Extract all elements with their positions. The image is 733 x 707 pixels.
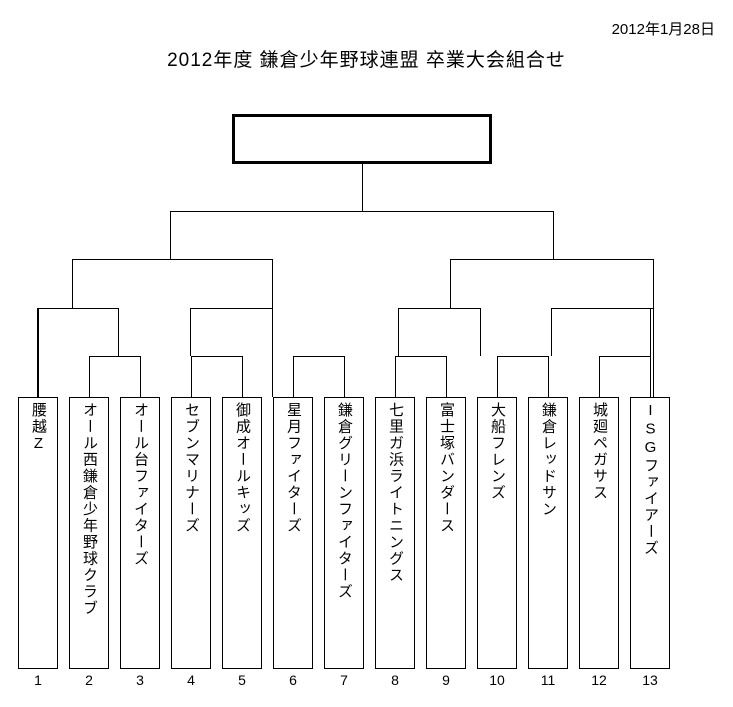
team-seed-number: 13 bbox=[642, 672, 658, 688]
team-seed-number: 3 bbox=[136, 672, 144, 688]
team-seed-number: 8 bbox=[391, 672, 399, 688]
team-box[interactable]: 御成オールキッズ bbox=[222, 397, 262, 669]
team-connector-stub bbox=[89, 356, 90, 397]
team-name-label: 鎌倉レッドサン bbox=[540, 402, 557, 518]
team-seed-number: 2 bbox=[85, 672, 93, 688]
team-connector-stub bbox=[650, 308, 651, 397]
team-seed-number: 12 bbox=[591, 672, 607, 688]
team-seed-number: 6 bbox=[289, 672, 297, 688]
connector-level5-p89-horizontal bbox=[395, 356, 446, 357]
team-box[interactable]: セブンマリナーズ bbox=[171, 397, 211, 669]
team-name-label: 大船フレンズ bbox=[489, 402, 506, 501]
team-box[interactable]: 大船フレンズ bbox=[477, 397, 517, 669]
connector-level3-left-horizontal bbox=[72, 259, 272, 260]
connector-level3-right-drop-b bbox=[653, 259, 654, 308]
connector-level2-left-drop bbox=[170, 211, 171, 259]
team-seed-number: 7 bbox=[340, 672, 348, 688]
connector-level3-right-drop-a bbox=[450, 259, 451, 308]
connector-level4-g1-drop-b bbox=[118, 308, 119, 356]
connector-level4-g4-drop-a bbox=[551, 308, 552, 356]
team-connector-stub bbox=[293, 356, 294, 397]
connector-level5-p1213-horizontal bbox=[599, 356, 650, 357]
connector-level4-g4-horizontal bbox=[551, 308, 653, 309]
team-name-label: セブンマリナーズ bbox=[183, 402, 200, 534]
team-connector-stub bbox=[497, 356, 498, 397]
team-box[interactable]: 七里ガ浜ライトニングス bbox=[375, 397, 415, 669]
team-name-label: 腰越Z bbox=[30, 402, 47, 454]
team-box[interactable]: 鎌倉グリーンファイターズ bbox=[324, 397, 364, 669]
connector-level4-g3-drop-b bbox=[480, 308, 481, 356]
connector-level5-p45-horizontal bbox=[191, 356, 242, 357]
team-name-label: 星月ファイターズ bbox=[285, 402, 302, 534]
team-box[interactable]: 城廻ペガサス bbox=[579, 397, 619, 669]
team-box[interactable]: 腰越Z bbox=[18, 397, 58, 669]
connector-level4-g2-horizontal bbox=[190, 308, 272, 309]
document-date: 2012年1月28日 bbox=[611, 21, 715, 38]
team-connector-stub bbox=[242, 356, 243, 397]
team-box[interactable]: 鎌倉レッドサン bbox=[528, 397, 568, 669]
connector-level4-g2-drop-b bbox=[272, 308, 273, 397]
connector-level2-horizontal bbox=[170, 211, 553, 212]
team-seed-number: 9 bbox=[442, 672, 450, 688]
team-box[interactable]: ISGファイアーズ bbox=[630, 397, 670, 669]
connector-level4-g4-drop-b bbox=[653, 308, 654, 397]
team-connector-stub bbox=[599, 356, 600, 397]
team-connector-stub bbox=[446, 356, 447, 397]
team-name-label: オール西鎌倉少年野球クラブ bbox=[81, 402, 98, 617]
connector-level4-g1-horizontal bbox=[37, 308, 118, 309]
connector-champion-stem bbox=[362, 164, 363, 211]
connector-level5-p1011-horizontal bbox=[497, 356, 548, 357]
connector-level4-g3-drop-a bbox=[398, 308, 399, 356]
team-box[interactable]: オール西鎌倉少年野球クラブ bbox=[69, 397, 109, 669]
connector-level3-left-drop-a bbox=[72, 259, 73, 308]
connector-level4-g3-horizontal bbox=[398, 308, 480, 309]
team-connector-stub bbox=[191, 356, 192, 397]
page-title: 2012年度 鎌倉少年野球連盟 卒業大会組合せ bbox=[167, 50, 566, 71]
team-connector-stub bbox=[344, 356, 345, 397]
team-name-label: 城廻ペガサス bbox=[591, 402, 608, 501]
team-seed-number: 1 bbox=[34, 672, 42, 688]
team-connector-stub bbox=[38, 308, 39, 397]
team-name-label: 富士塚バンダース bbox=[438, 402, 455, 534]
connector-level5-p23-horizontal bbox=[89, 356, 140, 357]
champion-box[interactable] bbox=[232, 114, 492, 164]
team-connector-stub bbox=[548, 356, 549, 397]
team-seed-number: 11 bbox=[540, 672, 556, 688]
team-seed-number: 4 bbox=[187, 672, 195, 688]
team-name-label: 御成オールキッズ bbox=[234, 402, 251, 534]
connector-level3-left-drop-b bbox=[272, 259, 273, 308]
team-name-label: ISGファイアーズ bbox=[642, 402, 659, 557]
team-name-label: オール台ファイターズ bbox=[132, 402, 149, 567]
team-name-label: 七里ガ浜ライトニングス bbox=[387, 402, 404, 584]
connector-level4-g2-drop-a bbox=[190, 308, 191, 356]
team-box[interactable]: オール台ファイターズ bbox=[120, 397, 160, 669]
team-seed-number: 5 bbox=[238, 672, 246, 688]
team-name-label: 鎌倉グリーンファイターズ bbox=[336, 402, 353, 600]
connector-level4-g1-drop-a bbox=[37, 308, 38, 397]
connector-level5-p67-horizontal bbox=[293, 356, 344, 357]
team-connector-stub bbox=[395, 356, 396, 397]
connector-level2-right-drop bbox=[553, 211, 554, 259]
team-connector-stub bbox=[140, 356, 141, 397]
team-box[interactable]: 星月ファイターズ bbox=[273, 397, 313, 669]
team-box[interactable]: 富士塚バンダース bbox=[426, 397, 466, 669]
team-seed-number: 10 bbox=[489, 672, 505, 688]
connector-level3-right-horizontal bbox=[450, 259, 653, 260]
